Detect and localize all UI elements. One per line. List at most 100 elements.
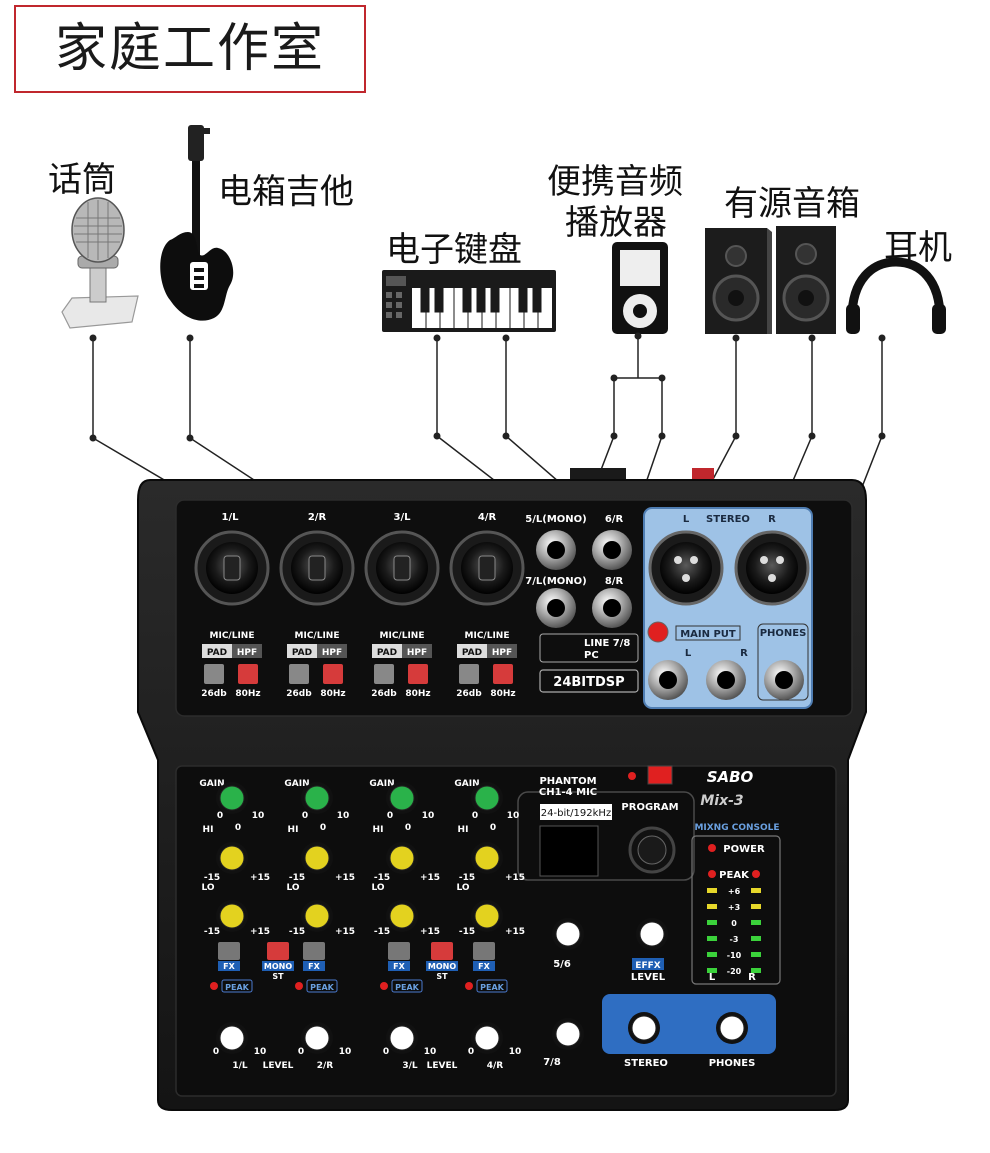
mic-label: 话筒 <box>48 160 116 200</box>
meter-led-l <box>707 968 717 973</box>
hi-max: +15 <box>335 873 355 883</box>
pad-button <box>289 664 309 684</box>
ch78-label: 7/8 <box>543 1057 561 1068</box>
combo-jack-slot <box>478 555 496 581</box>
mic-line-label: MIC/LINE <box>465 631 510 641</box>
pad-label: PAD <box>462 648 482 658</box>
pad-label: PAD <box>292 648 312 658</box>
mono-st-3-4-button <box>431 942 453 960</box>
hi-zero: 0 <box>235 823 241 833</box>
hi-knob <box>304 845 330 871</box>
pad-label: PAD <box>377 648 397 658</box>
gain-max: 10 <box>252 811 265 821</box>
level-max: 10 <box>509 1047 522 1057</box>
fx-button <box>303 942 325 960</box>
lo-min: -15 <box>204 927 220 937</box>
stereo-l-label: L <box>683 514 690 525</box>
meter-scale-label: -3 <box>730 935 739 944</box>
guitar-label: 电箱吉他 <box>218 172 354 212</box>
mic-line-label: MIC/LINE <box>295 631 340 641</box>
hpf-label: HPF <box>407 648 427 658</box>
combo-jack-slot <box>223 555 241 581</box>
ch4-label: 4/R <box>478 512 497 523</box>
mic-line-label: MIC/LINE <box>210 631 255 641</box>
mono-st-1-2-level-label: LEVEL <box>263 1061 294 1071</box>
console-label: MIXNG CONSOLE <box>694 823 779 833</box>
meter-led-l <box>707 920 717 925</box>
hi-label: HI <box>203 825 214 835</box>
fx-button <box>473 942 495 960</box>
fx-tag <box>218 961 240 971</box>
black-key <box>420 287 430 313</box>
combo-jack-slot <box>393 555 411 581</box>
hpf-label: HPF <box>492 648 512 658</box>
connection-dots <box>89 332 886 442</box>
keyboard-icon <box>382 270 556 332</box>
line-pc-section <box>539 621 669 693</box>
trs-jack-hole <box>547 541 565 559</box>
hpf-tag <box>487 644 517 658</box>
gain-max: 10 <box>337 811 350 821</box>
fx-tag <box>303 961 325 971</box>
brand-label: SABO <box>707 768 754 786</box>
lo-min: -15 <box>459 927 475 937</box>
hi-knob <box>389 845 415 871</box>
hi-max: +15 <box>250 873 270 883</box>
gain-max: 10 <box>507 811 520 821</box>
fx-tag <box>388 961 410 971</box>
db-label: 26db <box>201 689 227 699</box>
lo-knob <box>474 903 500 929</box>
peak-tag <box>476 979 508 993</box>
mono-st-1-2-st-label: ST <box>272 972 284 981</box>
hi-min: -15 <box>204 873 220 883</box>
lo-max: +15 <box>505 927 525 937</box>
jack6-label: 6/R <box>605 514 624 525</box>
mainput-label: MAIN PUT <box>680 629 736 640</box>
title-frame <box>14 5 366 93</box>
black-key <box>490 287 500 313</box>
fx-label: FX <box>223 962 235 971</box>
lo-min: -15 <box>374 927 390 937</box>
fx-label: FX <box>308 962 320 971</box>
level-min: 0 <box>468 1047 474 1057</box>
db-label: 26db <box>371 689 397 699</box>
phantom-label-2: CH1-4 MIC <box>539 787 597 798</box>
peak-led <box>295 982 303 990</box>
lo-label: LO <box>286 883 299 893</box>
level-max: 10 <box>424 1047 437 1057</box>
hz-label: 80Hz <box>405 689 430 699</box>
level-max: 10 <box>339 1047 352 1057</box>
power-label: POWER <box>723 844 765 855</box>
pad-button <box>374 664 394 684</box>
ch56-label: 5/6 <box>553 959 571 970</box>
gain-max: 10 <box>422 811 435 821</box>
db-label: 26db <box>456 689 482 699</box>
level-knob <box>474 1025 500 1051</box>
level-max: 10 <box>254 1047 267 1057</box>
hi-knob <box>219 845 245 871</box>
lo-knob <box>219 903 245 929</box>
hi-label: HI <box>458 825 469 835</box>
mainput-r-label: R <box>740 648 748 659</box>
meter-led-r <box>751 904 761 909</box>
black-key <box>532 287 542 313</box>
speakers-label: 有源音箱 <box>724 184 860 224</box>
gain-knob <box>474 785 500 811</box>
meter-peak-label: PEAK <box>719 870 750 881</box>
gain-label: GAIN <box>454 779 479 789</box>
mono-st-3-4-st-label: ST <box>436 972 448 981</box>
strip-channel-label: 1/L <box>232 1061 248 1071</box>
mono-st-3-4-tag <box>426 961 458 971</box>
lo-label: LO <box>201 883 214 893</box>
hi-zero: 0 <box>320 823 326 833</box>
hi-label: HI <box>373 825 384 835</box>
player-label-2: 播放器 <box>565 203 667 243</box>
fx-level-knob <box>639 921 665 947</box>
meter-led-r <box>751 936 761 941</box>
jack8-label: 8/R <box>605 576 624 587</box>
black-key <box>462 287 472 313</box>
mono-st-1-2-button <box>267 942 289 960</box>
fx-tag <box>473 961 495 971</box>
peak-tag <box>306 979 338 993</box>
